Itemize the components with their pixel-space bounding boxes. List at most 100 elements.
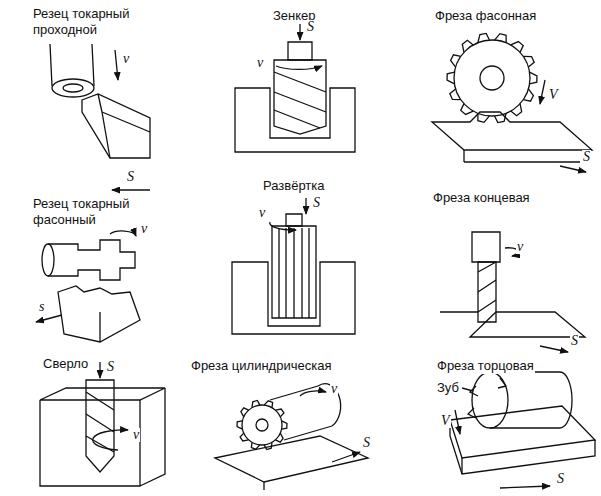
reamer: [270, 222, 296, 230]
tool-title: Фреза торцовая: [436, 358, 535, 374]
drill: [99, 362, 100, 378]
cylindrical-milling-cutter: [270, 386, 318, 400]
face-milling-cutter: [462, 388, 473, 391]
feed-symbol: S: [312, 196, 321, 210]
reamer: [272, 226, 316, 318]
reamer: [279, 228, 309, 318]
face-milling-cutter: [468, 378, 506, 418]
drill: [93, 430, 128, 450]
velocity-symbol: v: [132, 428, 140, 442]
drill: [40, 388, 165, 486]
face-milling-cutter: [500, 486, 550, 488]
countersink: [276, 66, 322, 69]
form-milling-cutter: [478, 33, 490, 42]
form-milling-cutter: [464, 161, 580, 162]
form-milling-cutter: [451, 55, 461, 67]
tool-title: Фреза цилиндрическая: [190, 358, 332, 374]
end-mill: [440, 232, 585, 352]
form-milling-cutter: [560, 166, 586, 172]
reamer: [286, 214, 302, 226]
countersink: [235, 88, 355, 152]
velocity-symbol: v: [330, 382, 338, 396]
end-mill: [440, 312, 585, 337]
turning-cutter: [102, 112, 110, 158]
feed-symbol: S: [306, 20, 315, 34]
face-milling-cutter: [461, 458, 462, 474]
turning-cutter: [52, 79, 94, 97]
face-milling-cutter: [450, 406, 595, 458]
form-turning-cutter: [58, 286, 140, 342]
cylindrical-milling-cutter: [215, 384, 368, 490]
cylindrical-milling-cutter: [332, 452, 360, 462]
feed-symbol: S: [582, 150, 591, 164]
cylindrical-milling-cutter: [275, 433, 283, 442]
tool-title: Фреза концевая: [432, 190, 531, 206]
form-milling-cutter: [523, 89, 533, 101]
velocity-symbol: V: [440, 414, 451, 428]
form-milling-cutter: [461, 104, 473, 115]
form-milling-cutter: [478, 113, 490, 122]
form-milling-cutter: [511, 104, 522, 116]
drill: [40, 388, 165, 400]
tool-title: Резец токарный проходной: [32, 6, 159, 37]
feed-symbol: S: [126, 170, 135, 184]
cylindrical-milling-cutter: [237, 400, 287, 449]
velocity-symbol: v: [140, 222, 148, 236]
countersink: [288, 42, 312, 60]
cylindrical-milling-cutter: [300, 391, 326, 396]
turning-cutter: [112, 189, 150, 190]
reamer: [305, 198, 306, 214]
drill: [86, 380, 114, 472]
cylindrical-milling-cutter: [240, 433, 249, 441]
cylindrical-milling-cutter: [215, 436, 368, 482]
countersink: [274, 60, 326, 134]
countersink: [274, 72, 326, 128]
end-mill: [540, 346, 568, 352]
end-mill: [478, 262, 496, 322]
feed-symbol: S: [106, 360, 115, 374]
cylindrical-milling-cutter: [264, 401, 273, 408]
part-label: Зуб: [436, 380, 460, 396]
form-turning-cutter: [99, 312, 100, 342]
form-milling-cutter: [432, 112, 592, 150]
form-milling-cutter: [432, 33, 592, 172]
velocity-symbol: v: [258, 206, 266, 220]
velocity-symbol: v: [122, 52, 130, 66]
feed-symbol: S: [362, 436, 371, 450]
form-milling-cutter: [447, 72, 454, 84]
form-milling-cutter: [462, 40, 473, 52]
form-milling-cutter: [463, 150, 464, 162]
form-milling-cutter: [454, 40, 530, 116]
form-milling-cutter: [540, 80, 545, 104]
face-milling-cutter: [560, 372, 572, 428]
cylindrical-milling-cutter: [252, 400, 260, 407]
form-milling-cutter: [480, 66, 504, 90]
velocity-symbol: v: [256, 56, 264, 70]
form-milling-cutter: [495, 34, 507, 43]
turning-cutter: [92, 44, 94, 86]
form-milling-cutter: [447, 33, 537, 122]
form-milling-cutter: [495, 113, 507, 122]
tool-title: Развёртка: [262, 178, 326, 194]
face-milling-cutter: [490, 427, 560, 428]
cylindrical-milling-cutter: [256, 419, 268, 431]
cylindrical-milling-cutter: [251, 442, 260, 449]
cylindrical-milling-cutter: [282, 421, 287, 429]
form-turning-cutter: [48, 240, 135, 280]
turning-cutter: [102, 112, 150, 132]
form-turning-cutter: [110, 231, 136, 236]
tool-title: Фреза фасонная: [434, 8, 537, 24]
end-mill: [478, 262, 496, 312]
cylindrical-milling-cutter: [242, 405, 282, 445]
cylindrical-milling-cutter: [241, 408, 249, 417]
turning-cutter: [50, 44, 150, 190]
turning-cutter: [82, 94, 150, 158]
velocity-symbol: V: [548, 88, 559, 102]
form-turning-cutter: [36, 231, 140, 342]
turning-cutter: [50, 44, 52, 86]
countersink: [235, 24, 355, 152]
face-milling-cutter: [450, 372, 595, 488]
drill: [40, 362, 165, 486]
